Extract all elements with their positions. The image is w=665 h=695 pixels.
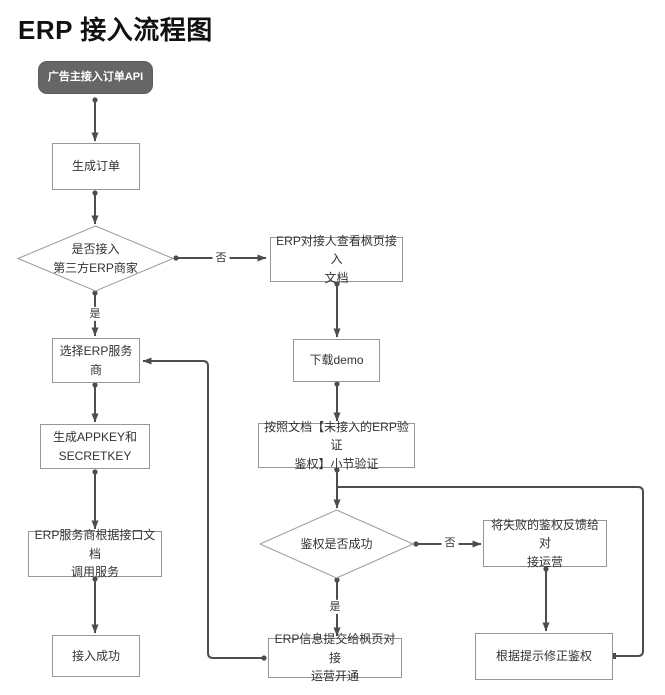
decision-auth-success-shape [258,509,415,579]
node-create-order: 生成订单 [52,143,140,190]
edge-label-no-2: 否 [441,535,459,551]
node-decision-auth-success: 鉴权是否成功 [300,536,373,551]
edge-fix-auth-loopback [338,486,644,657]
node-view-docs: ERP对接人查看枫页接入 文档 [270,234,403,285]
connector-source-dots [92,97,616,661]
node-select-erp: 选择ERP服务商 [52,338,140,383]
node-call-service: ERP服务商根据接口文档 调用服务 [28,528,162,579]
edge-label-no-1: 否 [212,250,230,266]
node-submit-erp-info: ERP信息提交给枫页对接 运营开通 [268,632,402,683]
edge-label-yes-1: 是 [86,306,104,322]
node-feedback-failure: 将失败的鉴权反馈给对 接运营 [483,518,607,569]
node-download-demo: 下载demo [293,339,380,382]
node-start: 广告主接入订单API [38,61,153,94]
node-verify-auth: 按照文档【未接入的ERP验证 鉴权】小节验证 [258,420,415,471]
node-success: 接入成功 [52,635,140,677]
node-fix-auth: 根据提示修正鉴权 [475,633,613,680]
node-generate-keys: 生成APPKEY和 SECRETKEY [40,424,150,469]
decision-third-party-erp-shape [16,225,175,292]
page-title: ERP 接入流程图 [18,15,213,45]
edge-submit-erp-info-select-erp [142,357,264,659]
edge-label-yes-2: 是 [326,599,344,615]
node-decision-third-party-erp: 是否接入 第三方ERP商家 [53,241,138,275]
